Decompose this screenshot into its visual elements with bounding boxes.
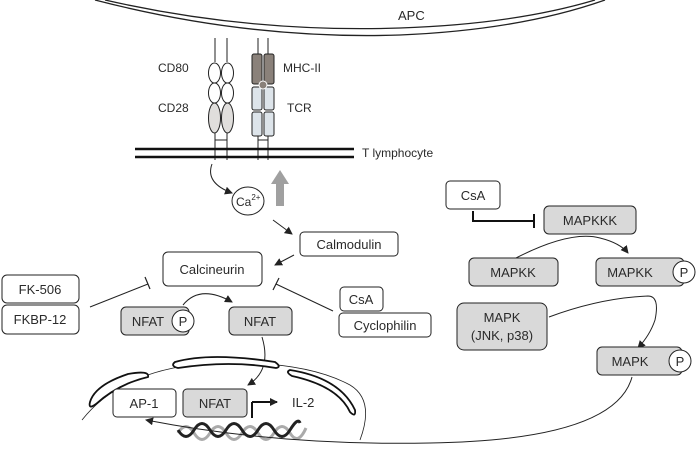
mapkk-phosphorylated-node: MAPKK P [595,257,696,287]
svg-text:P: P [179,314,188,329]
cd80-cd28-complex [208,38,234,160]
calcineurin-node: Calcineurin [162,251,263,287]
nfat-phosphorylated-node: NFAT P [120,306,195,336]
svg-text:Calcineurin: Calcineurin [179,262,244,277]
svg-text:FK-506: FK-506 [19,282,62,297]
mhc-label: MHC-II [283,61,321,75]
svg-text:P: P [676,354,685,369]
inhibition-csa-mapkkk [472,211,535,228]
mhc-chain [263,53,275,85]
phosphate-icon [668,349,692,373]
arrow-to-ca [210,163,233,195]
mapk-phosphorylated-node: MAPK P [596,346,692,376]
t-lymphocyte-membrane [135,147,354,159]
arrow-mapkkk-mapkk [513,235,629,260]
dna-helix-icon [176,419,308,441]
ca-circle [231,186,265,216]
mhc-tcr-complex [251,38,275,160]
ca-increase-arrow-icon [271,170,289,206]
nucleus [81,356,366,441]
svg-text:CsA: CsA [461,188,486,203]
arrow-calmodulin-calcineurin [274,254,295,266]
il2-label: IL-2 [292,395,314,410]
svg-text:FKBP-12: FKBP-12 [14,312,67,327]
tcr-chain [251,111,263,137]
phosphate-icon [171,309,195,333]
svg-text:Calmodulin: Calmodulin [316,237,381,252]
mapkkk-node: MAPKKK [543,205,637,235]
nfat-node: NFAT [228,306,293,336]
svg-text:NFAT: NFAT [199,396,231,411]
antigen-peptide [258,80,268,90]
cyclophilin-node: Cyclophilin [338,312,432,338]
arrow-mapk-phosphorylation [548,295,657,349]
svg-text:(JNK, p38): (JNK, p38) [471,328,533,343]
fkbp12-node: FKBP-12 [1,304,80,335]
svg-text:MAPKK: MAPKK [607,265,653,280]
csa-node-left: CsA [339,286,384,312]
arrow-dephosphorylation [182,293,233,306]
svg-text:MAPK: MAPK [612,354,649,369]
cd28-label: CD28 [158,101,189,115]
cd80-domain [221,82,234,104]
tcr-chain [263,111,275,137]
cd80-domain [208,82,221,104]
svg-text:NFAT: NFAT [244,314,276,329]
svg-text:Cyclophilin: Cyclophilin [354,318,417,333]
mhc-chain [251,53,263,85]
fk506-node: FK-506 [1,274,80,304]
t-lymphocyte-label: T lymphocyte [362,146,433,160]
svg-text:MAPK: MAPK [484,310,521,325]
arrow-ca-calmodulin [272,219,293,235]
ca-label: Ca2+ [236,193,261,209]
arrow-mapk-ap1 [145,376,633,444]
svg-text:AP-1: AP-1 [130,396,159,411]
cd80-label: CD80 [158,61,189,75]
calmodulin-node: Calmodulin [299,231,399,257]
mapk-jnk-p38-node: MAPK (JNK, p38) [456,302,548,351]
cd28-domain [221,102,234,134]
mapkk-node: MAPKK [468,257,559,287]
csa-node-right: CsA [445,180,501,210]
svg-text:P: P [680,265,689,280]
inhibition-csa-calcineurin [272,277,334,312]
nfat-nucleus-node: NFAT [182,388,248,418]
cd80-domain [221,62,234,84]
svg-text:NFAT: NFAT [132,314,164,329]
tcr-label: TCR [287,101,312,115]
phosphate-icon [672,260,696,284]
tcr-chain [263,86,275,111]
inhibition-fk506-calcineurin [89,276,151,308]
cd80-domain [208,62,221,84]
svg-text:CsA: CsA [349,292,374,307]
apc-label: APC [398,8,425,23]
ap1-node: AP-1 [112,388,177,418]
svg-text:MAPKK: MAPKK [490,265,536,280]
tcr-chain [251,86,263,111]
apc-membrane [94,0,606,37]
svg-text:MAPKKK: MAPKKK [563,213,618,228]
transcription-arrow-icon [251,398,278,418]
cd28-domain [208,102,221,134]
